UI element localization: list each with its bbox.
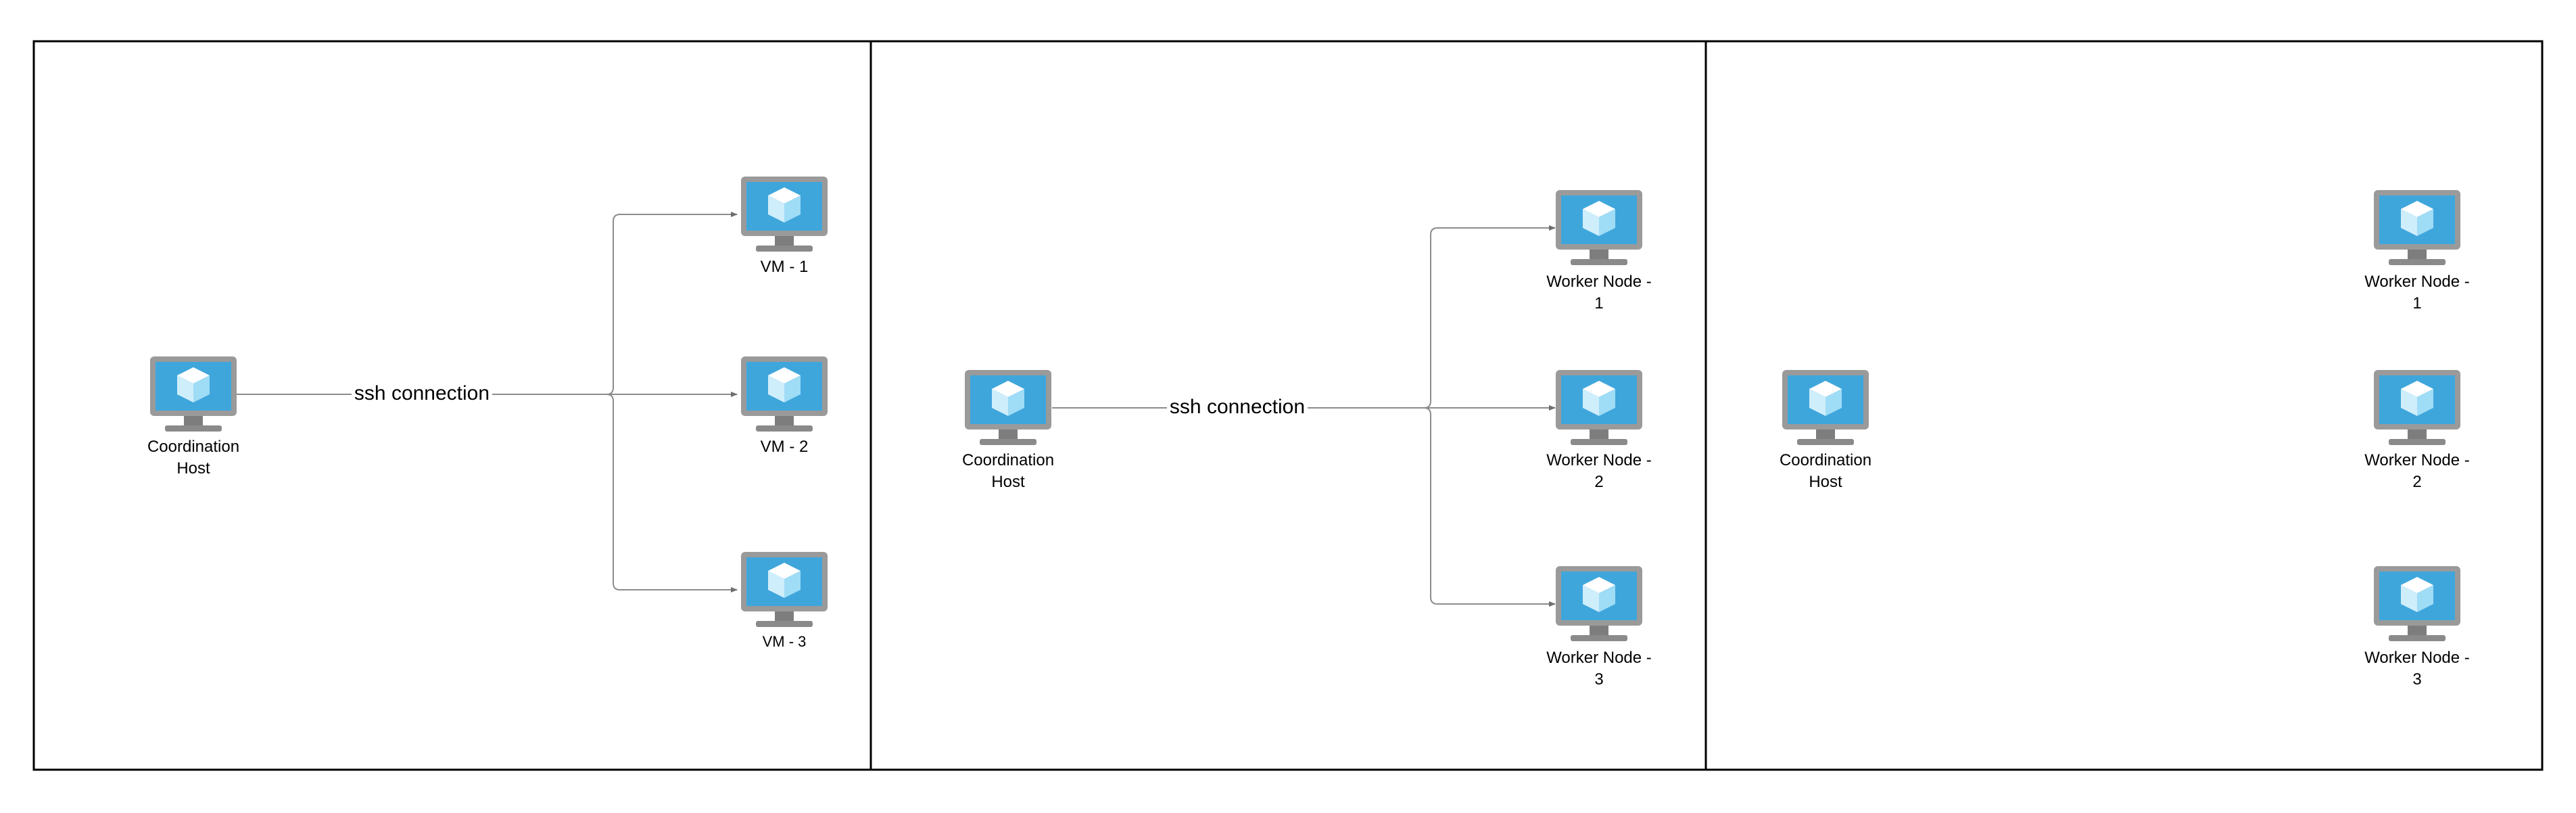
target-label: 3 (1594, 670, 1603, 689)
worker-node-icon (2374, 370, 2460, 445)
panel-2: ssh connection Coordination Host Worker … (962, 190, 1652, 689)
connection-label: ssh connection (354, 382, 490, 404)
coordinator-label: Coordination (147, 438, 239, 456)
ssh-connector (237, 212, 738, 395)
target-label: VM - 2 (761, 438, 809, 456)
vm-icon (741, 552, 828, 627)
target-label: VM - 1 (761, 258, 809, 276)
target-label: Worker Node - (1546, 273, 1652, 291)
connection-label-bg (352, 380, 492, 406)
vm-icon (741, 356, 828, 432)
worker-node-icon (1556, 370, 1642, 445)
coordination-host-icon (150, 356, 237, 432)
connection-label: ssh connection (1170, 396, 1305, 418)
coordination-host-icon (1782, 370, 1869, 445)
target-label: VM - 3 (763, 633, 807, 650)
panel-3: Coordination Host Worker Node - 1 Worker… (1780, 190, 2470, 689)
worker-node-icon (1556, 190, 1642, 265)
target-label: 1 (1594, 294, 1603, 312)
target-label: 2 (1594, 473, 1603, 491)
coordinator-label: Host (1809, 473, 1842, 491)
target-label: 1 (2412, 294, 2421, 312)
worker-node-icon (2374, 566, 2460, 641)
coordinator-label: Host (991, 473, 1025, 491)
target-label: Worker Node - (2364, 273, 2470, 291)
worker-node-icon (2374, 190, 2460, 265)
ssh-connector (1423, 407, 1556, 607)
vm-icon (741, 177, 828, 252)
ssh-connector (606, 394, 738, 593)
panel-frame (32, 40, 2544, 771)
target-label: Worker Node - (2364, 649, 2470, 667)
connection-label-bg (1167, 394, 1308, 419)
target-label: Worker Node - (2364, 451, 2470, 469)
target-label: 3 (2412, 670, 2421, 689)
target-label: Worker Node - (1546, 649, 1652, 667)
worker-node-icon (1556, 566, 1642, 641)
target-label: Worker Node - (1546, 451, 1652, 469)
coordinator-label: Host (176, 459, 210, 478)
coordinator-label: Coordination (1780, 451, 1871, 469)
coordinator-label: Coordination (962, 451, 1054, 469)
coordination-host-icon (965, 370, 1051, 445)
ssh-connector (1052, 225, 1556, 409)
target-label: 2 (2412, 473, 2421, 491)
panel-1: ssh connection Coordination Host VM - 1 … (147, 177, 828, 650)
